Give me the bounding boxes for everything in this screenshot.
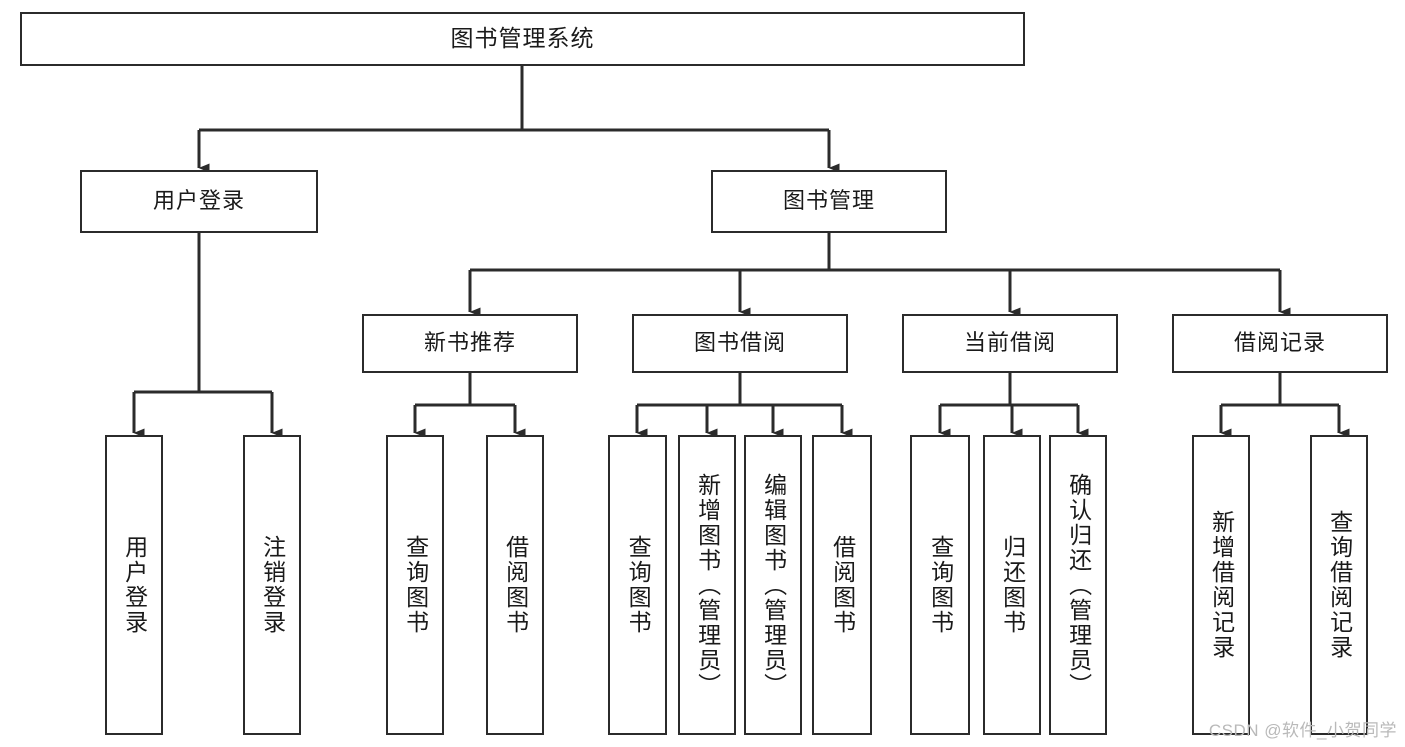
leaf-node[interactable]: 借阅图书 [812,435,872,735]
node-user-login[interactable]: 用户登录 [80,170,318,233]
leaf-node[interactable]: 查询借阅记录 [1310,435,1368,735]
leaf-node-label: 借阅图书 [829,535,856,635]
leaf-node[interactable]: 新增借阅记录 [1192,435,1250,735]
node-book-management-label: 图书管理 [782,188,875,214]
leaf-node[interactable]: 查询图书 [910,435,970,735]
leaf-node-label: 查询图书 [927,535,954,635]
node-book-borrowing[interactable]: 图书借阅 [632,314,848,373]
leaf-node-label: 新增图书（管理员） [694,472,721,698]
leaf-node[interactable]: 确认归还（管理员） [1049,435,1107,735]
leaf-node[interactable]: 查询图书 [386,435,444,735]
node-current-borrowing[interactable]: 当前借阅 [902,314,1118,373]
leaf-node[interactable]: 查询图书 [608,435,667,735]
leaf-node-label: 归还图书 [999,535,1026,635]
node-user-login-label: 用户登录 [152,188,245,214]
node-root-label: 图书管理系统 [450,25,595,52]
node-new-book-recommendation-label: 新书推荐 [423,330,516,356]
leaf-node-label: 查询借阅记录 [1326,510,1353,660]
leaf-node-label: 查询图书 [402,535,429,635]
leaf-node[interactable]: 新增图书（管理员） [678,435,736,735]
leaf-node[interactable]: 借阅图书 [486,435,544,735]
node-borrowing-records-label: 借阅记录 [1233,330,1326,356]
leaf-node[interactable]: 编辑图书（管理员） [744,435,802,735]
node-new-book-recommendation[interactable]: 新书推荐 [362,314,578,373]
leaf-node-label: 确认归还（管理员） [1065,472,1092,698]
leaf-node-label: 借阅图书 [502,535,529,635]
watermark: CSDN @软件_小贺同学 [1208,721,1397,740]
leaf-node[interactable]: 归还图书 [983,435,1041,735]
node-book-borrowing-label: 图书借阅 [693,330,786,356]
leaf-node[interactable]: 注销登录 [243,435,301,735]
leaf-node-label: 用户登录 [121,535,148,635]
leaf-node-label: 查询图书 [625,535,652,635]
node-current-borrowing-label: 当前借阅 [963,330,1056,356]
leaf-node-label: 注销登录 [259,535,286,635]
leaf-node-label: 编辑图书（管理员） [760,472,787,698]
leaf-node-label: 新增借阅记录 [1208,510,1235,660]
node-root[interactable]: 图书管理系统 [20,12,1025,66]
node-book-management[interactable]: 图书管理 [711,170,947,233]
leaf-node[interactable]: 用户登录 [105,435,163,735]
node-borrowing-records[interactable]: 借阅记录 [1172,314,1388,373]
